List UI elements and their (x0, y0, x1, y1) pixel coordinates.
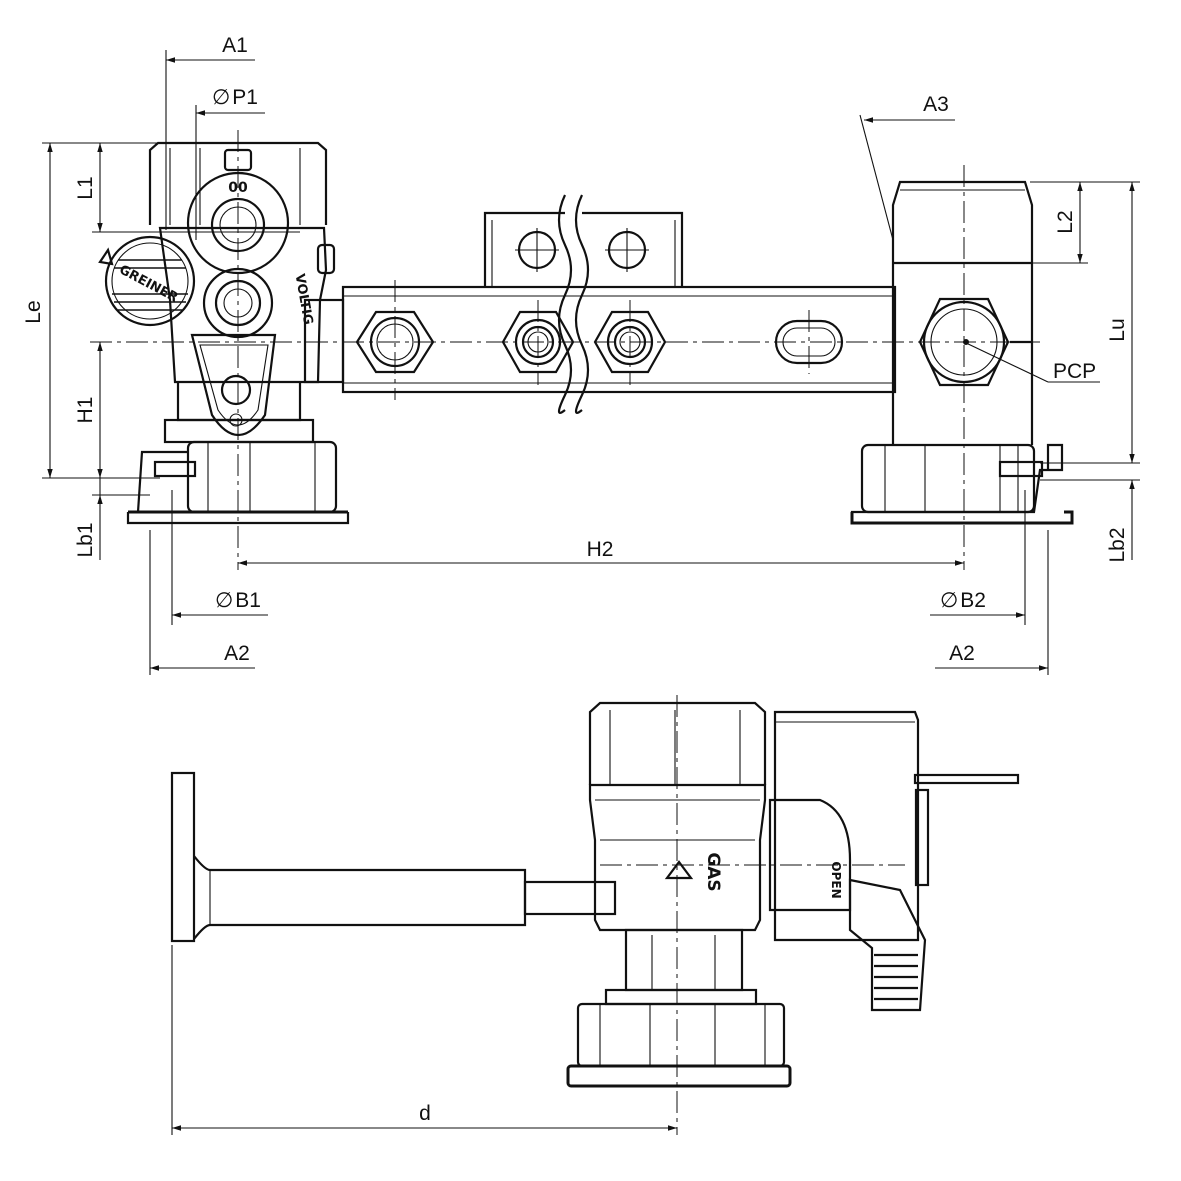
distribution-bar (341, 194, 897, 414)
dim-Lb1: Lb1 (74, 522, 97, 557)
dim-Lb2: Lb2 (1106, 527, 1129, 562)
brand-text: GREINER (117, 262, 181, 305)
brand-cap: GREINER (98, 235, 196, 327)
mounting-bracket (483, 211, 684, 287)
dim-A2-left: A2 (224, 642, 250, 665)
dim-H1: H1 (74, 397, 97, 424)
dim-d: d (419, 1102, 431, 1125)
front-view: 00 GREINER VOLTIG (22, 34, 1140, 675)
front-dimensions: A1 ∅P1 A3 Le L1 H1 Lb1 (22, 34, 1140, 675)
dim-H2: H2 (587, 538, 614, 561)
open-label: OPEN (829, 861, 843, 898)
lever-handle (190, 333, 277, 437)
side-text: VOLTIG (292, 273, 316, 326)
left-valve: 00 GREINER VOLTIG (98, 141, 350, 525)
dim-A1: A1 (222, 34, 248, 57)
front-centerlines (90, 130, 1040, 570)
dim-A3: A3 (923, 93, 949, 116)
side-view: GAS OPEN (170, 695, 1020, 1135)
dim-Le: Le (22, 300, 45, 323)
dim-P1: ∅P1 (212, 86, 258, 109)
dim-L1: L1 (74, 176, 97, 199)
dim-B1: ∅B1 (215, 589, 261, 612)
dim-Lu: Lu (1106, 318, 1129, 341)
callout-PCP: PCP (1053, 360, 1096, 383)
right-block (850, 180, 1074, 525)
dim-B2: ∅B2 (940, 589, 986, 612)
dim-A2-right: A2 (949, 642, 975, 665)
dim-L2: L2 (1054, 210, 1077, 233)
gas-label: GAS (703, 852, 723, 891)
